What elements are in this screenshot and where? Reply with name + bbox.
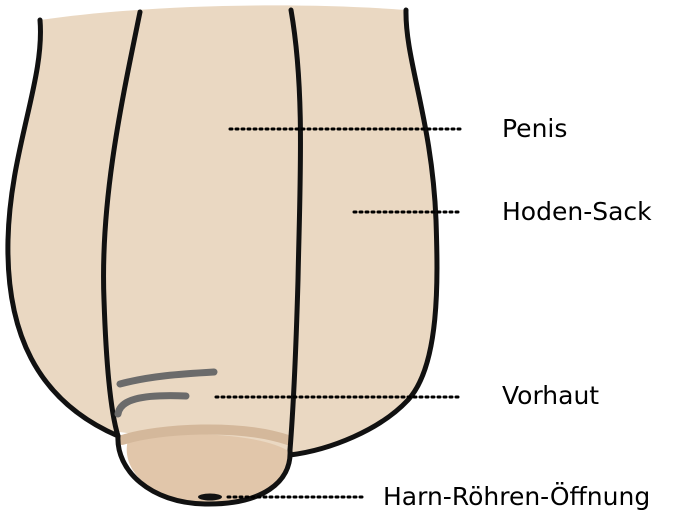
label-hoden-sack: Hoden-Sack <box>502 199 652 224</box>
urethral-opening <box>198 494 222 501</box>
label-vorhaut: Vorhaut <box>502 383 599 408</box>
label-harn-roehren-oeffnung: Harn-Röhren-Öffnung <box>383 484 650 509</box>
scrotum-body <box>8 5 437 455</box>
label-penis: Penis <box>502 116 567 141</box>
